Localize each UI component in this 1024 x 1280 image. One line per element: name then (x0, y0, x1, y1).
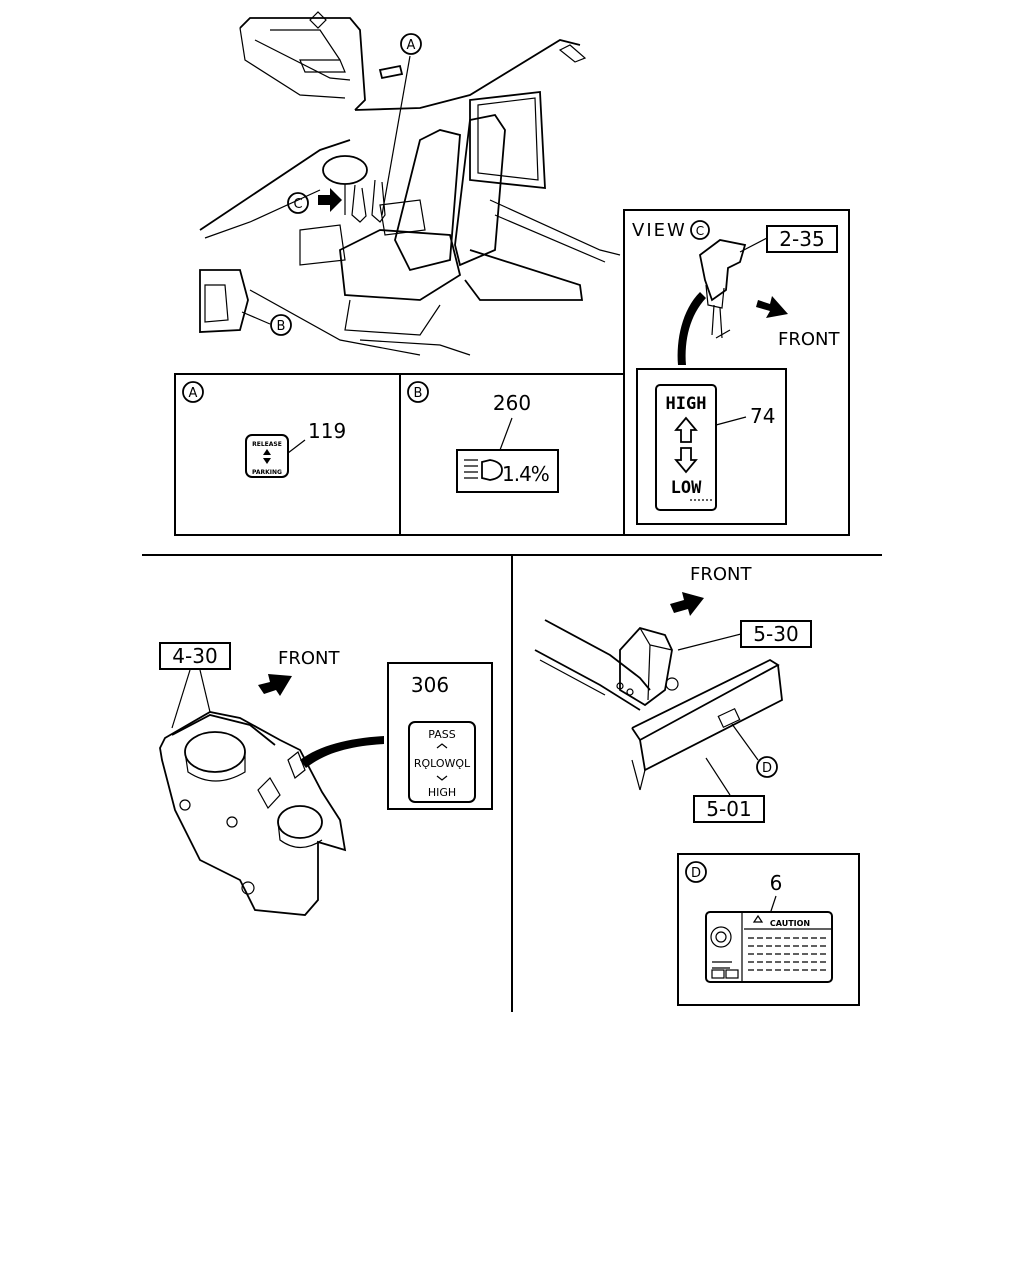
ref-5-01: 5-01 (706, 797, 751, 821)
high-label: HIGH (428, 786, 456, 799)
lower-left-section: 4-30 FRONT 306 PASS RǪLOWǪL HIGH (159, 642, 493, 916)
caution-label: CAUTION (770, 919, 810, 928)
panel-b-letter: B (414, 386, 423, 401)
svg-text:B: B (277, 319, 286, 334)
lower-right-section: FRONT 5-30 D 5-01 (534, 564, 812, 823)
callout-a-top: A (400, 33, 422, 55)
label-low-text: LOW (671, 478, 702, 498)
panel-d: D 6 CAUTION (677, 853, 860, 1006)
panel-d-letter: D (691, 866, 701, 881)
ref-5-30: 5-30 (753, 622, 798, 646)
ref-4-30: 4-30 (172, 644, 217, 668)
headlight-level-value: 1.4% (502, 462, 549, 486)
view-c-front-label: FRONT (778, 329, 840, 350)
callout-c-top: C (287, 192, 309, 214)
part-119: 119 (308, 419, 346, 443)
label-high-text: HIGH (666, 394, 707, 414)
panel-a: A RELEASE PARKING 119 (174, 373, 401, 536)
row-lo-label: RǪLOWǪL (414, 757, 471, 770)
panel-a-letter: A (189, 386, 198, 401)
part-74: 74 (750, 404, 775, 428)
view-c-title: VIEW (632, 220, 687, 241)
part-306: 306 (411, 673, 449, 697)
cab-interior-illustration (199, 11, 621, 356)
ref-2-35: 2-35 (779, 227, 824, 251)
lower-left-front-label: FRONT (278, 648, 340, 669)
panel-b: B 260 1.4% (399, 373, 625, 536)
svg-text:C: C (293, 197, 302, 212)
lower-right-front-label: FRONT (690, 564, 752, 585)
view-c-letter: C (696, 224, 704, 238)
pass-label: PASS (428, 728, 455, 741)
release-label: RELEASE (252, 441, 282, 448)
callout-b-top: B (270, 314, 292, 336)
svg-text:A: A (407, 38, 416, 53)
part-6: 6 (770, 871, 783, 895)
part-260: 260 (493, 391, 531, 415)
parking-label: PARKING (252, 469, 282, 476)
callout-d-lower: D (762, 761, 772, 776)
view-c-panel: VIEW C 2-35 FRONT HIGH LOW 74 (623, 209, 850, 536)
